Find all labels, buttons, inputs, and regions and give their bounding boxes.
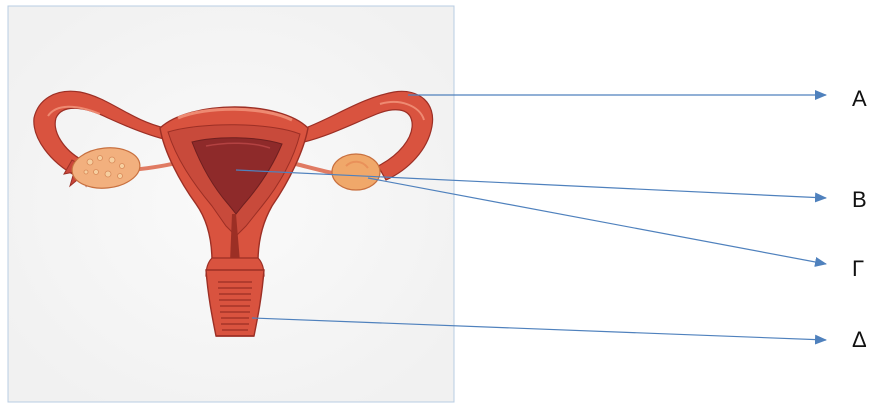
label-a: Α bbox=[852, 88, 867, 110]
label-g: Γ bbox=[852, 258, 864, 280]
right-ovary bbox=[332, 154, 380, 190]
label-b: Β bbox=[852, 189, 867, 211]
label-d: Δ bbox=[852, 329, 867, 351]
vagina bbox=[206, 270, 264, 336]
